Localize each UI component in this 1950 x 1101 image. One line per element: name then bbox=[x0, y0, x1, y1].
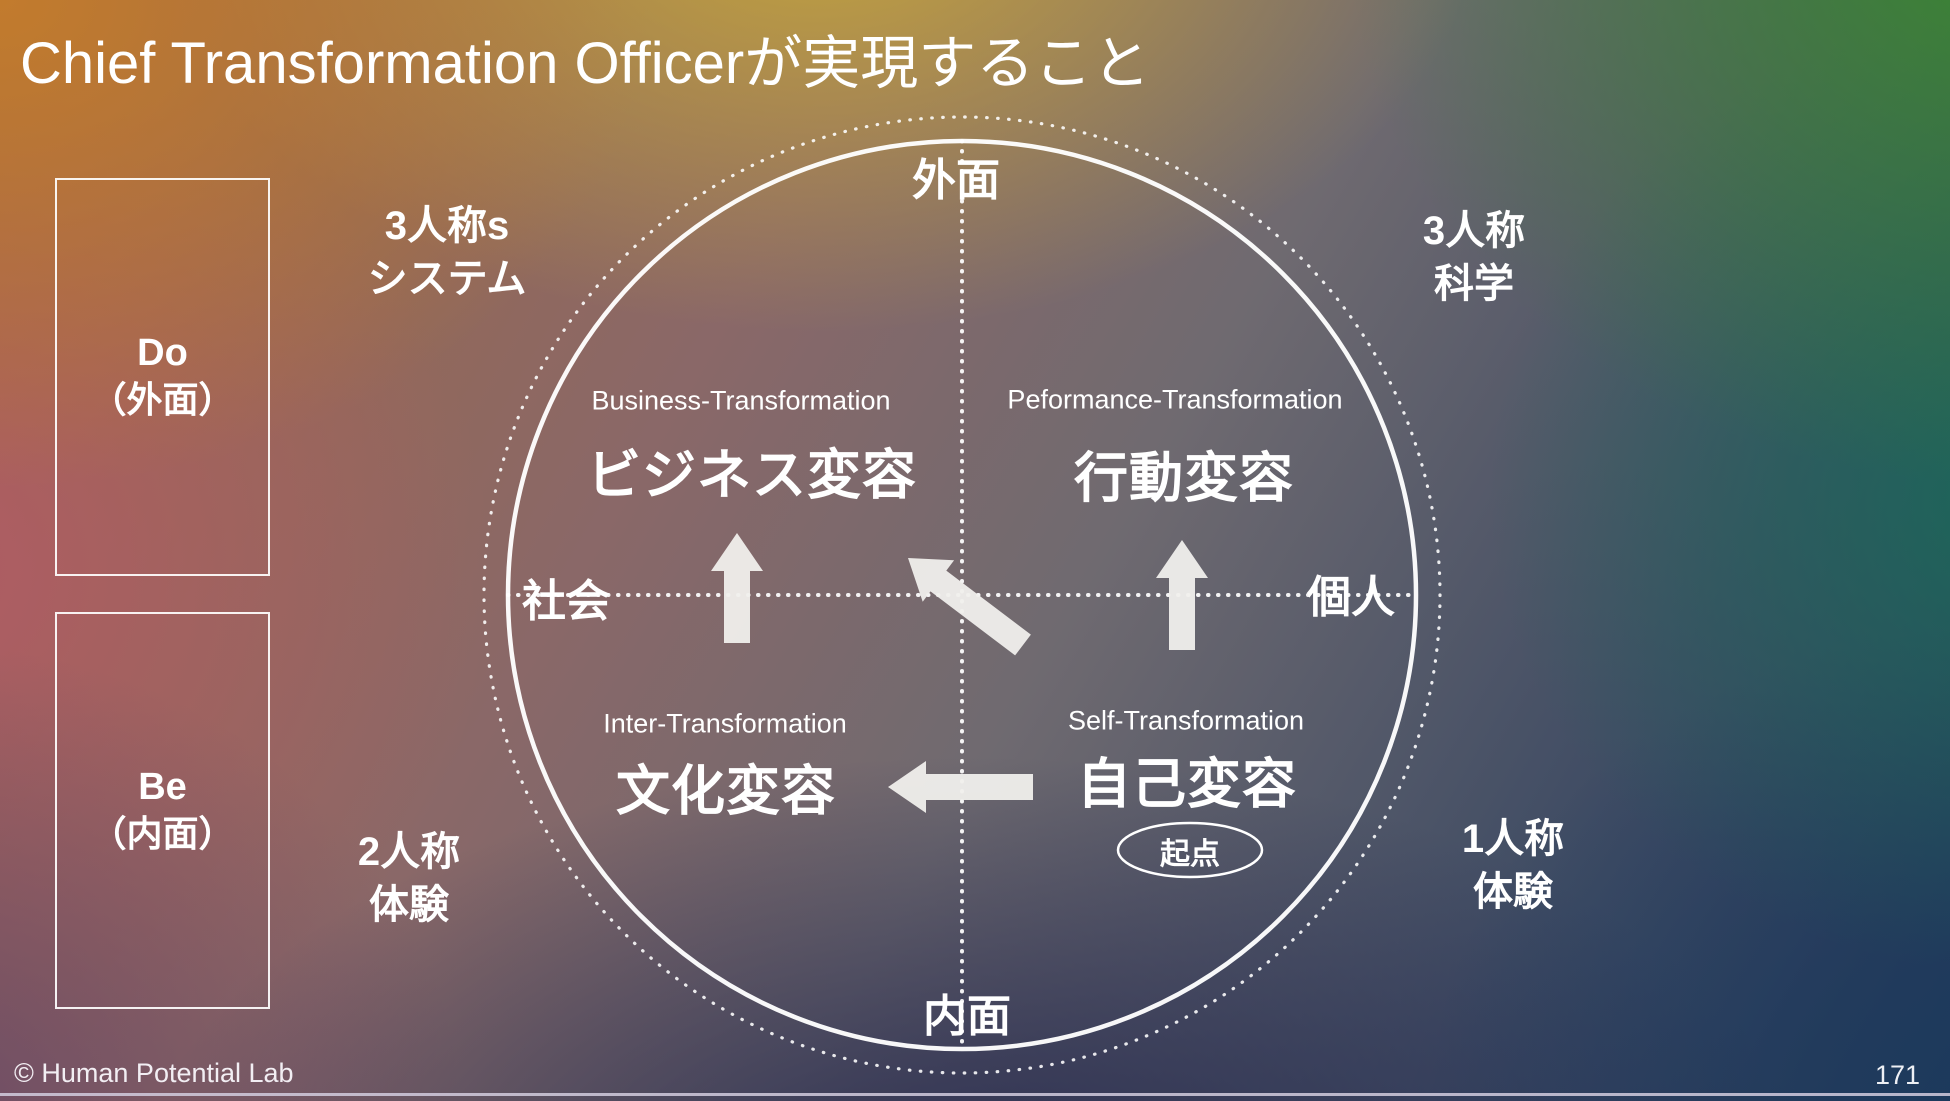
axis-label-outer: 外面 bbox=[912, 156, 1000, 205]
arrow-up-self-to-performance-icon bbox=[1156, 540, 1208, 650]
copyright-text: © Human Potential Lab bbox=[14, 1058, 294, 1088]
arrow-left-self-to-inter-icon bbox=[888, 761, 1033, 813]
quadrant-performance-en: Peformance-Transformation bbox=[1007, 384, 1343, 415]
corner-bottom-left-line1: 2人称 bbox=[357, 830, 461, 874]
slide-title: Chief Transformation Officerが実現すること bbox=[20, 31, 1151, 96]
corner-top-right-line2: 科学 bbox=[1434, 262, 1514, 306]
corner-label-top-left: 3人称s システム bbox=[368, 200, 527, 306]
corner-top-left-line1: 3人称s bbox=[384, 204, 510, 248]
quadrant-self-ja: 自己変容 bbox=[1077, 754, 1297, 815]
be-box: Be （内面） bbox=[55, 612, 270, 1009]
corner-label-top-right: 3人称 科学 bbox=[1423, 205, 1525, 311]
corner-bottom-left-line2: 体験 bbox=[369, 883, 449, 927]
corner-top-right-line1: 3人称 bbox=[1422, 209, 1526, 253]
arrow-diagonal-self-to-business-icon bbox=[908, 558, 1031, 656]
do-box-sublabel: （外面） bbox=[90, 379, 235, 420]
axis-label-individual: 個人 bbox=[1307, 573, 1395, 622]
corner-top-left-line2: システム bbox=[367, 257, 527, 301]
corner-bottom-right-line1: 1人称 bbox=[1461, 817, 1565, 861]
be-box-sublabel: （内面） bbox=[90, 812, 235, 854]
outer-dotted-circle bbox=[482, 115, 1442, 1075]
do-box-label: Do bbox=[137, 332, 188, 374]
bottom-divider bbox=[0, 1093, 1950, 1096]
quadrant-self-en: Self-Transformation bbox=[1067, 705, 1305, 736]
quadrant-business-en: Business-Transformation bbox=[591, 385, 891, 416]
arrow-up-inter-to-business-icon bbox=[711, 533, 763, 643]
axis-label-inner: 内面 bbox=[923, 992, 1011, 1041]
origin-badge-label: 起点 bbox=[1160, 838, 1220, 871]
quadrant-inter-ja: 文化変容 bbox=[616, 761, 836, 822]
corner-label-bottom-left: 2人称 体験 bbox=[358, 826, 460, 932]
corner-label-bottom-right: 1人称 体験 bbox=[1462, 813, 1564, 919]
quadrant-inter-en: Inter-Transformation bbox=[603, 708, 847, 739]
origin-ellipse bbox=[1116, 821, 1264, 879]
be-box-label: Be bbox=[138, 765, 187, 808]
quadrant-business-ja: ビジネス変容 bbox=[587, 445, 917, 506]
page-number: 171 bbox=[1874, 1060, 1920, 1090]
axis-label-society: 社会 bbox=[522, 577, 610, 626]
do-box: Do （外面） bbox=[55, 178, 270, 576]
corner-bottom-right-line2: 体験 bbox=[1473, 870, 1553, 914]
quadrant-performance-ja: 行動変容 bbox=[1074, 448, 1294, 509]
